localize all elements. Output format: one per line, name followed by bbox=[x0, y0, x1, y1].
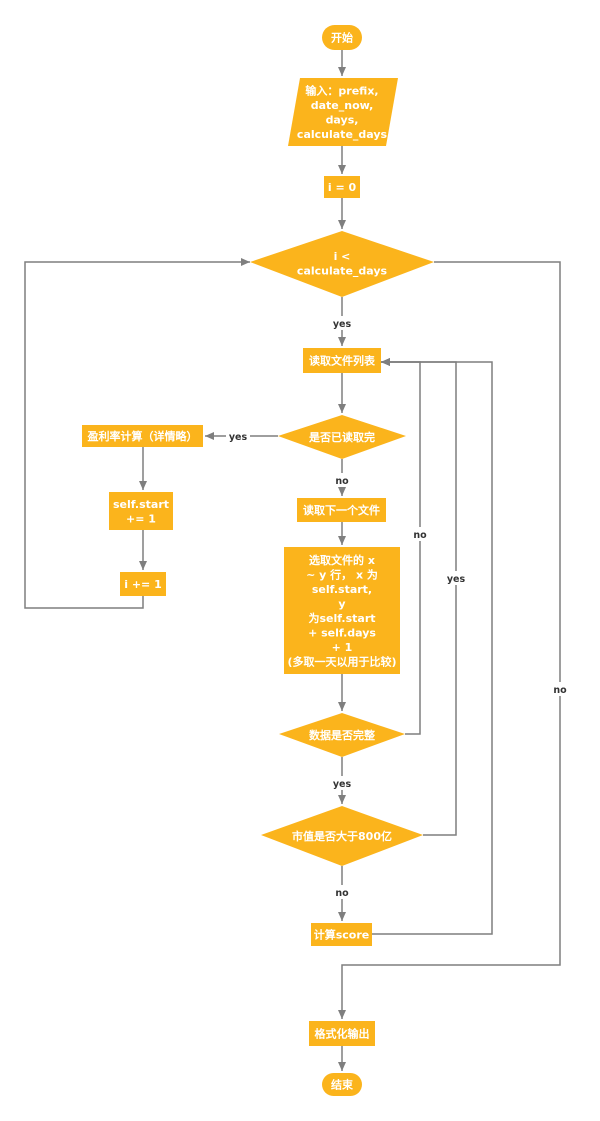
input-label: 输入：prefix, date_now,days, calculate_days bbox=[297, 83, 388, 141]
node-label-line: i += 1 bbox=[124, 578, 162, 591]
init-i-label: i = 0 bbox=[328, 181, 357, 194]
node-label-line: days, bbox=[326, 113, 359, 126]
data-complete-label: 数据是否完整 bbox=[309, 728, 375, 742]
loop-condition-label: i <calculate_days bbox=[297, 250, 388, 278]
node-label-line: ~ y 行， x 为 bbox=[306, 567, 378, 581]
read-next-label: 读取下一个文件 bbox=[303, 503, 380, 517]
node-label-line: 是否已读取完 bbox=[308, 430, 375, 444]
node-label-line: y bbox=[338, 597, 345, 610]
node-label-line: calculate_days bbox=[297, 128, 388, 141]
node-label-line: + self.days bbox=[308, 626, 376, 639]
format-output-label: 格式化输出 bbox=[315, 1027, 370, 1041]
node-label-line: i = 0 bbox=[328, 181, 357, 194]
node-label-line: 开始 bbox=[331, 31, 353, 45]
node-label-line: 数据是否完整 bbox=[309, 728, 375, 742]
node-label-line: 读取文件列表 bbox=[309, 354, 376, 368]
node-label-line: 读取下一个文件 bbox=[303, 503, 380, 517]
node-label-line: date_now, bbox=[311, 99, 374, 112]
node-label-line: 计算score bbox=[314, 928, 370, 942]
node-label-line: + 1 bbox=[332, 641, 353, 654]
i-inc-label: i += 1 bbox=[124, 578, 162, 591]
node-label-line: 为self.start bbox=[308, 611, 375, 625]
edge-iinc-loop bbox=[24, 258, 250, 609]
start-inc-box bbox=[109, 492, 173, 530]
read-list-label: 读取文件列表 bbox=[309, 354, 376, 368]
start-terminal bbox=[322, 25, 362, 50]
node-label-line: self.start bbox=[113, 498, 169, 511]
profit-calc-label: 盈利率计算（详情略） bbox=[87, 429, 198, 443]
edge-label-allread-no: no bbox=[335, 476, 349, 487]
input-parallelogram bbox=[288, 78, 398, 146]
edge-loop-format bbox=[338, 261, 561, 1019]
nodes: 开始 输入：prefix, date_now,days, calculate_day… bbox=[82, 25, 434, 1096]
init-i-box bbox=[324, 176, 360, 198]
node-label-line: i < bbox=[334, 250, 351, 263]
read-list-box bbox=[303, 348, 381, 373]
read-next-box bbox=[297, 498, 386, 522]
node-label-line: (多取一天以用于比较) bbox=[287, 654, 396, 668]
node-label-line: 市值是否大于800亿 bbox=[292, 829, 392, 843]
node-label-line: 输入：prefix, bbox=[305, 83, 378, 97]
node-label-line: 结束 bbox=[330, 1078, 354, 1092]
edges bbox=[24, 50, 561, 1071]
i-inc-box bbox=[120, 572, 166, 596]
all-read-label: 是否已读取完 bbox=[308, 430, 375, 444]
edge-calcscore-readlist bbox=[372, 358, 493, 935]
profit-calc-box bbox=[82, 425, 203, 447]
node-label-line: 盈利率计算（详情略） bbox=[87, 429, 198, 443]
data-complete-diamond bbox=[279, 713, 405, 757]
edge-label-loop-no: no bbox=[553, 685, 567, 696]
select-rows-box bbox=[284, 547, 400, 674]
node-label-line: += 1 bbox=[126, 512, 156, 525]
edge-label-data-complete-yes: yes bbox=[333, 779, 352, 790]
edge-labels: yes yes no no yes yes no no bbox=[226, 316, 570, 899]
market-cap-diamond bbox=[261, 806, 423, 866]
edge-label-loop-yes: yes bbox=[333, 319, 352, 330]
calc-score-box bbox=[311, 923, 372, 946]
edge-label-cap-yes: yes bbox=[447, 574, 466, 585]
node-label-line: calculate_days bbox=[297, 264, 388, 277]
loop-condition-diamond bbox=[250, 231, 434, 297]
node-label-line: self.start, bbox=[312, 583, 372, 596]
all-read-diamond bbox=[278, 415, 406, 459]
end-label: 结束 bbox=[330, 1078, 354, 1092]
end-terminal bbox=[322, 1073, 362, 1096]
node-label-line: 格式化输出 bbox=[315, 1027, 370, 1041]
format-output-box bbox=[309, 1021, 375, 1046]
edge-label-data-incomplete-no: no bbox=[413, 530, 427, 541]
calc-score-label: 计算score bbox=[314, 928, 370, 942]
start-label: 开始 bbox=[331, 31, 353, 45]
edge-label-allread-yes: yes bbox=[229, 432, 248, 443]
market-cap-label: 市值是否大于800亿 bbox=[292, 829, 392, 843]
start-inc-label: self.start+= 1 bbox=[113, 498, 169, 526]
node-label-line: 选取文件的 x bbox=[309, 553, 375, 567]
edge-label-cap-no: no bbox=[335, 888, 349, 899]
